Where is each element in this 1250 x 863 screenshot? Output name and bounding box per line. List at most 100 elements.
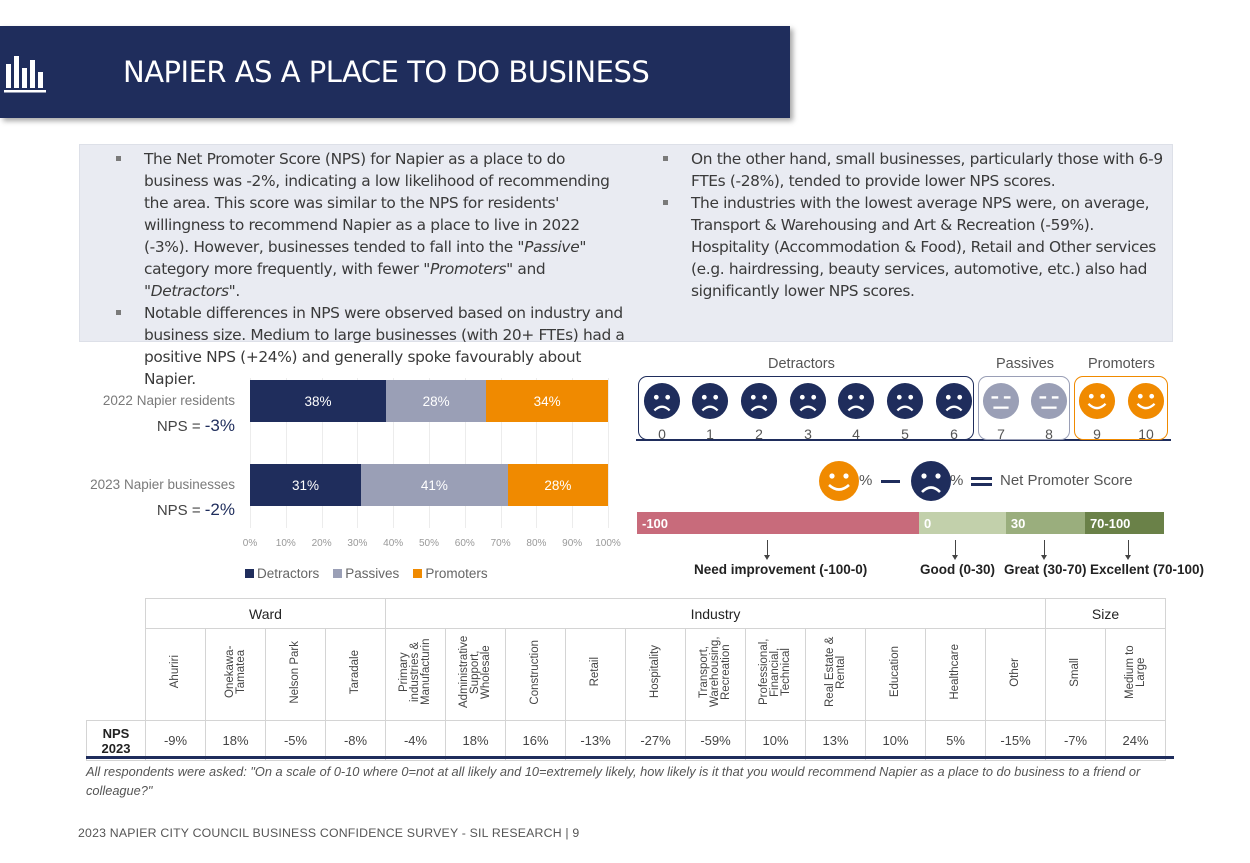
table-cell: -27% bbox=[625, 720, 686, 761]
scale-group-label: Passives bbox=[996, 356, 1055, 372]
page-footer: 2023 NAPIER CITY COUNCIL BUSINESS CONFID… bbox=[78, 826, 580, 840]
nps-value-label: NPS = -2% bbox=[156, 500, 235, 519]
x-tick-label: 90% bbox=[562, 538, 583, 549]
table-column-header: Taradale bbox=[325, 628, 386, 721]
scale-point: 0 bbox=[642, 382, 682, 442]
table-cell: 10% bbox=[745, 720, 806, 761]
scale-point: 6 bbox=[934, 382, 974, 442]
summary-right-column: On the other hand, small businesses, par… bbox=[663, 148, 1163, 302]
gridline bbox=[285, 378, 287, 528]
table-column-header: Retail bbox=[565, 628, 626, 721]
scale-group-label: Promoters bbox=[1088, 356, 1155, 372]
table-column-header: Ahuriri bbox=[145, 628, 206, 721]
table-column-header: Real Estate & Rental bbox=[805, 628, 866, 721]
table-cell: 16% bbox=[505, 720, 566, 761]
footnote: All respondents were asked: "On a scale … bbox=[86, 764, 1141, 798]
table-column-header: Construction bbox=[505, 628, 566, 721]
legend-swatch bbox=[333, 569, 343, 578]
arrow-excellent bbox=[1125, 540, 1131, 560]
table-corner bbox=[86, 598, 146, 629]
gridline bbox=[572, 378, 574, 528]
table-column-header: Healthcare bbox=[925, 628, 986, 721]
gridline bbox=[393, 378, 395, 528]
sad-face-icon bbox=[643, 382, 681, 420]
table-cell: 18% bbox=[205, 720, 266, 761]
minus-sign bbox=[881, 480, 900, 483]
table-column-header: Small bbox=[1045, 628, 1106, 721]
table-column-header: Medium to Large bbox=[1105, 628, 1166, 721]
table-row: NPS 2023 -9%18%-5%-8%-4%18%16%-13%-27%-5… bbox=[86, 720, 1166, 761]
table-cell: -9% bbox=[145, 720, 206, 761]
sad-face-icon bbox=[789, 382, 827, 420]
summary-bullet: The Net Promoter Score (NPS) for Napier … bbox=[116, 148, 626, 302]
range-excellent: Excellent (70-100) bbox=[1090, 562, 1205, 577]
gridline bbox=[500, 378, 502, 528]
scale-number: 4 bbox=[852, 426, 860, 442]
summary-bullet: The industries with the lowest average N… bbox=[663, 192, 1163, 302]
bar-segment-detractors: 31% bbox=[250, 464, 361, 506]
detractor-face-icon bbox=[911, 461, 951, 501]
nps-value-label: NPS = -3% bbox=[156, 416, 235, 435]
legend-swatch bbox=[413, 569, 423, 578]
category-label: 2023 Napier businesses bbox=[90, 477, 235, 492]
bar-segment-promoters: 28% bbox=[507, 464, 608, 506]
sad-face-icon bbox=[691, 382, 729, 420]
bar-segment-promoters: 34% bbox=[486, 380, 608, 422]
table-column-header: Primary industries & Manufacturin bbox=[385, 628, 446, 721]
range-need-improvement: Need improvement (-100-0) bbox=[694, 562, 868, 577]
table-cell: -59% bbox=[685, 720, 746, 761]
stacked-bar: 31%41%28% bbox=[250, 464, 608, 506]
promoter-face-icon bbox=[819, 461, 859, 501]
range-segment: 70-100 bbox=[1084, 512, 1164, 534]
table-column-header: Education bbox=[865, 628, 926, 721]
table-column-header: Other bbox=[985, 628, 1046, 721]
gridline bbox=[608, 378, 609, 528]
x-tick-label: 70% bbox=[490, 538, 511, 549]
table-cell: -13% bbox=[565, 720, 626, 761]
bar-segment-passives: 41% bbox=[360, 464, 508, 506]
scale-point: 3 bbox=[788, 382, 828, 442]
x-tick-label: 10% bbox=[275, 538, 296, 549]
detractor-percent-sign: % bbox=[950, 472, 964, 489]
equals-sign bbox=[971, 477, 992, 486]
table-group-size: Size bbox=[1045, 598, 1166, 629]
x-tick-label: 0% bbox=[242, 538, 258, 549]
legend-item-passives: Passives bbox=[333, 566, 399, 581]
scale-baseline bbox=[636, 439, 1171, 441]
happy-face-icon bbox=[1127, 382, 1165, 420]
range-segment: 0 bbox=[918, 512, 1006, 534]
sad-face-icon bbox=[837, 382, 875, 420]
scale-group-label: Detractors bbox=[768, 356, 835, 372]
nps-result-label: Net Promoter Score bbox=[1000, 472, 1133, 489]
scale-point: 9 bbox=[1077, 382, 1117, 442]
nps-formula: % % Net Promoter Score bbox=[818, 460, 1178, 502]
gridline bbox=[321, 378, 323, 528]
x-tick-label: 30% bbox=[347, 538, 368, 549]
scale-number: 6 bbox=[950, 426, 958, 442]
table-column-header: Administrative Support, Wholesale bbox=[445, 628, 506, 721]
x-tick-label: 20% bbox=[311, 538, 332, 549]
scale-number: 10 bbox=[1138, 426, 1154, 442]
happy-face-icon bbox=[1078, 382, 1116, 420]
range-good: Good (0-30) bbox=[920, 562, 996, 577]
scale-point: 10 bbox=[1126, 382, 1166, 442]
arrow-great bbox=[1041, 540, 1047, 560]
summary-left-column: The Net Promoter Score (NPS) for Napier … bbox=[116, 148, 626, 390]
range-segment: 30 bbox=[1005, 512, 1085, 534]
x-tick-label: 40% bbox=[383, 538, 404, 549]
table-bottom-rule bbox=[86, 756, 1174, 759]
sad-face-icon bbox=[935, 382, 973, 420]
x-tick-label: 100% bbox=[595, 538, 621, 549]
category-label: 2022 Napier residents bbox=[102, 393, 235, 408]
scale-group-passives bbox=[978, 376, 1070, 440]
legend-swatch bbox=[245, 569, 254, 578]
table-cell: -15% bbox=[985, 720, 1046, 761]
scale-number: 2 bbox=[755, 426, 763, 442]
scale-point: 2 bbox=[739, 382, 779, 442]
scale-group-detractors bbox=[638, 376, 974, 440]
